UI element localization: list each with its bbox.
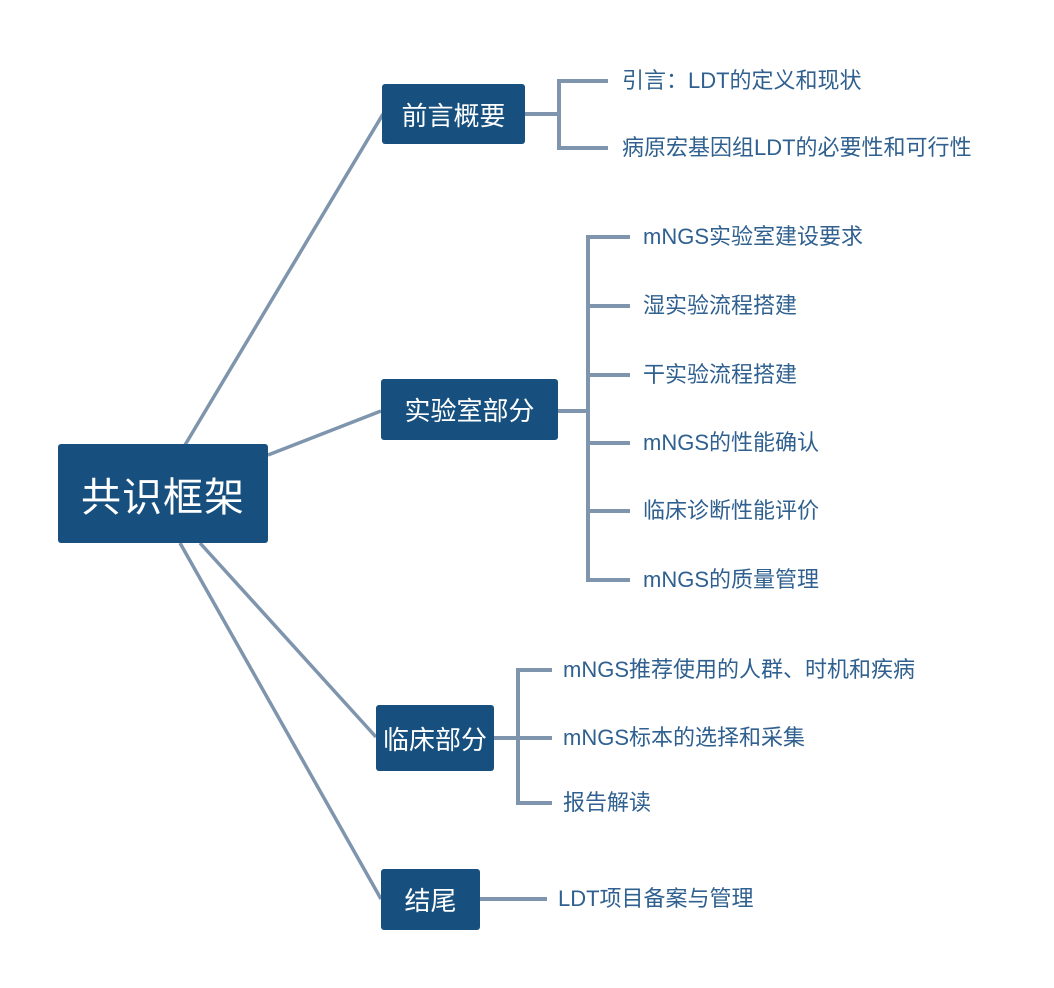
connector-root-preface (183, 113, 385, 446)
branch-node-laboratory[interactable]: 实验室部分 (381, 379, 558, 440)
leaf-node[interactable]: 干实验流程搭建 (643, 362, 798, 387)
connector-root-ending (178, 542, 383, 900)
leaf-node[interactable]: mNGS的质量管理 (643, 567, 820, 592)
root-node[interactable]: 共识框架 (58, 444, 268, 543)
leaf-node[interactable]: 报告解读 (563, 790, 652, 815)
leaf-node[interactable]: mNGS标本的选择和采集 (563, 725, 806, 750)
branch-node-ending[interactable]: 结尾 (381, 869, 480, 930)
leaf-node[interactable]: mNGS的性能确认 (643, 430, 820, 455)
leaf-node[interactable]: mNGS实验室建设要求 (643, 224, 864, 249)
leaf-node[interactable]: LDT项目备案与管理 (558, 886, 754, 911)
leaf-node[interactable]: 临床诊断性能评价 (643, 498, 820, 523)
leaf-node[interactable]: mNGS推荐使用的人群、时机和疾病 (563, 657, 916, 682)
leaf-node[interactable]: 引言：LDT的定义和现状 (622, 68, 862, 93)
leaf-node[interactable]: 湿实验流程搭建 (643, 293, 798, 318)
branch-node-preface[interactable]: 前言概要 (382, 84, 525, 144)
branch-node-clinical[interactable]: 临床部分 (376, 705, 494, 771)
leaf-node[interactable]: 病原宏基因组LDT的必要性和可行性 (622, 135, 972, 160)
connector-root-clinical (198, 541, 378, 739)
connector-root-laboratory (267, 409, 382, 457)
